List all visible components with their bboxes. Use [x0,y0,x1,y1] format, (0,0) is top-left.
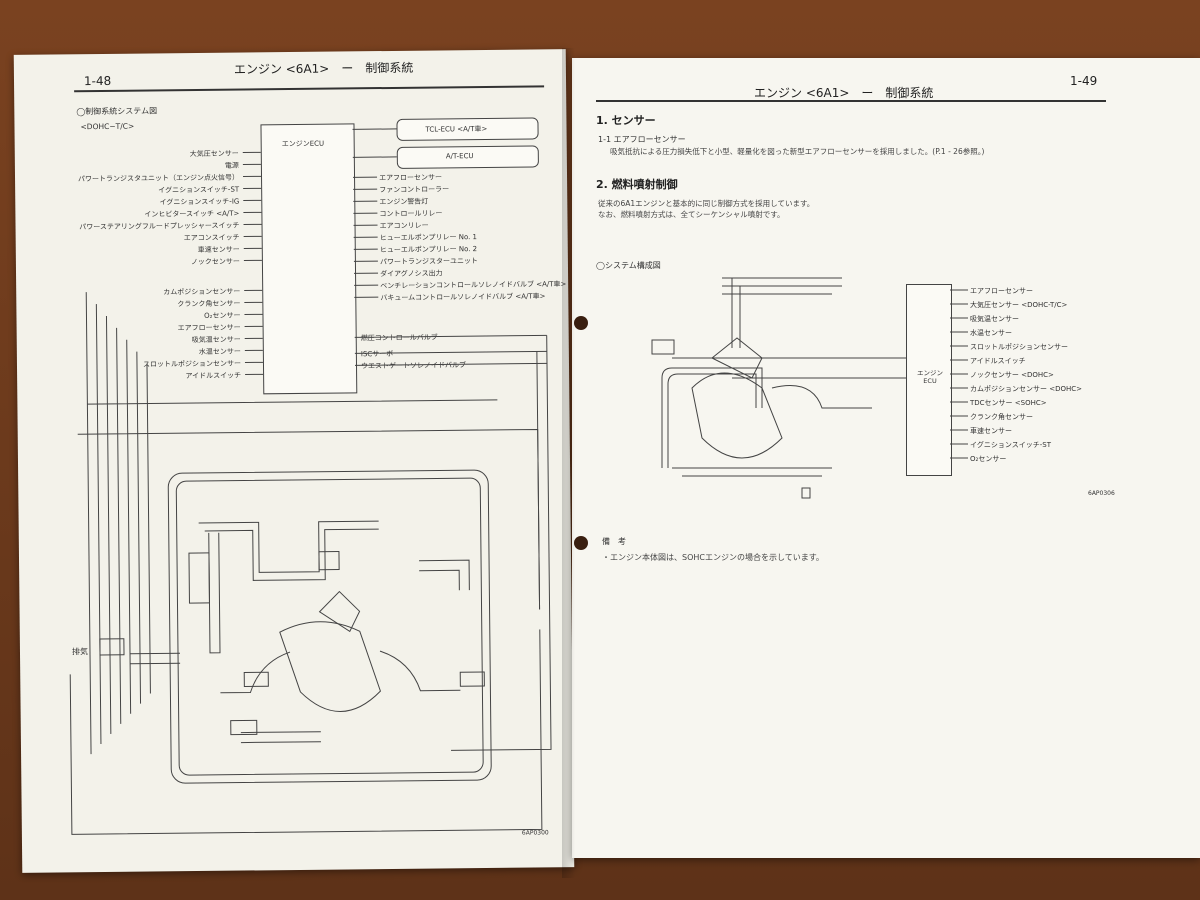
ecu-label-right: エンジン ECU [917,369,943,385]
book-spine-shadow [562,48,584,878]
diagram-title-right: ◯システム構成図 [596,261,661,270]
header-rule-right [596,100,1106,102]
sensor-label: イグニションスイッチ-ST [970,441,1051,449]
sensor-label: O₂センサー [970,455,1007,463]
sensor-label: 水温センサー [970,329,1012,337]
sensor-label: 吸気温センサー [970,315,1019,323]
note-body: ・エンジン本体図は、SOHCエンジンの場合を示しています。 [602,553,824,562]
sensor-label: クランク角センサー [970,413,1033,421]
section-2-title: 2. 燃料噴射制御 [596,178,678,191]
section-1-title: 1. センサー [596,114,656,127]
sensor-label: エアフローセンサー [970,287,1033,295]
sensor-label: TDCセンサー <SOHC> [970,399,1047,407]
page-number-right: 1-49 [1070,74,1098,88]
binder-hole-bottom [574,536,588,550]
section-1-body: 吸気抵抗による圧力損失低下と小型、軽量化を図った新型エアフローセンサーを採用しま… [610,147,985,156]
engine-ecu-box-right: エンジン ECU [906,284,952,476]
system-configuration-diagram [651,277,968,499]
figure-code-right: 6AP0306 [1088,490,1115,497]
control-system-diagram [69,128,552,835]
sensor-label: アイドルスイッチ [970,357,1026,365]
sensor-label: 大気圧センサー <DOHC-T/C> [970,301,1068,309]
section-2-body-1: 従来の6A1エンジンと基本的に同じ制御方式を採用しています。 [598,199,815,208]
section-2-body-2: なお、燃料噴射方式は、全てシーケンシャル噴射です。 [598,210,785,219]
note-title: 備 考 [602,537,626,546]
sensor-label: カムポジションセンサー <DOHC> [970,385,1083,393]
sensor-label: スロットルポジションセンサー [970,343,1068,351]
sensor-label: 車速センサー [970,427,1012,435]
left-page: 1-48 エンジン <6A1> ー 制御系統 ◯制御系統システム図 <DOHC−… [13,49,575,873]
binder-hole-top [574,316,588,330]
page-header-right: エンジン <6A1> ー 制御系統 [754,86,934,100]
section-1-1-title: 1-1 エアフローセンサー [598,135,686,144]
right-page: エンジン <6A1> ー 制御系統 1-49 1. センサー 1-1 エアフロー… [572,58,1200,858]
sensor-label: ノックセンサー <DOHC> [970,371,1054,379]
